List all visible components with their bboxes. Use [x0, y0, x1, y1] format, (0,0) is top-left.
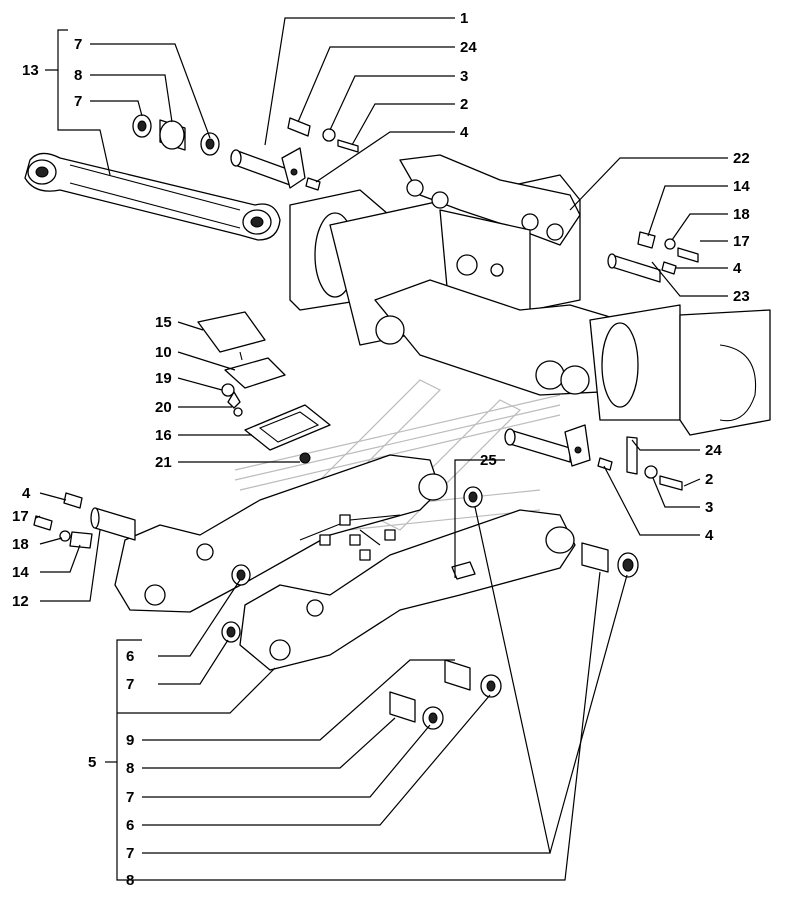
callout-9: 9: [126, 732, 134, 749]
lower-lever-arms: [114, 454, 576, 671]
callout-10: 10: [155, 344, 172, 361]
lever-bearings: [221, 486, 639, 730]
pin-right-lower: [504, 424, 683, 491]
pin-part-23-set: [607, 231, 699, 283]
callout-22: 22: [733, 150, 750, 167]
main-frame-housing: [289, 154, 771, 436]
callout-3: 3: [705, 499, 713, 516]
callout-23: 23: [733, 288, 750, 305]
callout-7: 7: [126, 789, 134, 806]
callout-7: 7: [126, 676, 134, 693]
callout-4: 4: [460, 124, 469, 141]
callout-5: 5: [88, 754, 96, 771]
callout-8: 8: [126, 872, 134, 889]
callout-13: 13: [22, 62, 39, 79]
callout-15: 15: [155, 314, 172, 331]
callout-8: 8: [126, 760, 134, 777]
callout-18: 18: [12, 536, 29, 553]
leader-lines: [35, 17, 728, 881]
pin-part-1: [230, 117, 359, 191]
callout-16: 16: [155, 427, 172, 444]
callout-4: 4: [733, 260, 742, 277]
callout-21: 21: [155, 454, 172, 471]
callout-6: 6: [126, 817, 134, 834]
callout-14: 14: [12, 564, 29, 581]
callout-2: 2: [460, 96, 468, 113]
cover-plate-stack: [197, 311, 331, 464]
callout-2: 2: [705, 471, 713, 488]
callout-7: 7: [74, 36, 82, 53]
pin-left-set: [33, 492, 136, 549]
callout-24: 24: [705, 442, 722, 459]
callout-20: 20: [155, 399, 172, 416]
callout-8: 8: [74, 67, 82, 84]
callout-19: 19: [155, 370, 172, 387]
callout-4: 4: [22, 485, 31, 502]
callout-17: 17: [12, 508, 29, 525]
callout-25: 25: [480, 452, 497, 469]
bush-and-bearings-top: [132, 114, 220, 156]
callout-1: 1: [460, 10, 468, 27]
callout-12: 12: [12, 593, 29, 610]
callout-14: 14: [733, 178, 750, 195]
callout-7: 7: [74, 93, 82, 110]
callout-6: 6: [126, 648, 134, 665]
callout-7: 7: [126, 845, 134, 862]
tie-rod-part-13: [24, 152, 281, 241]
callout-3: 3: [460, 68, 468, 85]
callout-18: 18: [733, 206, 750, 223]
callout-17: 17: [733, 233, 750, 250]
callout-labels: 1 24 3 2 4 22 14 18 17 4 23 13 7 8 7 15 …: [12, 10, 750, 889]
callout-4: 4: [705, 527, 714, 544]
callout-24: 24: [460, 39, 477, 56]
